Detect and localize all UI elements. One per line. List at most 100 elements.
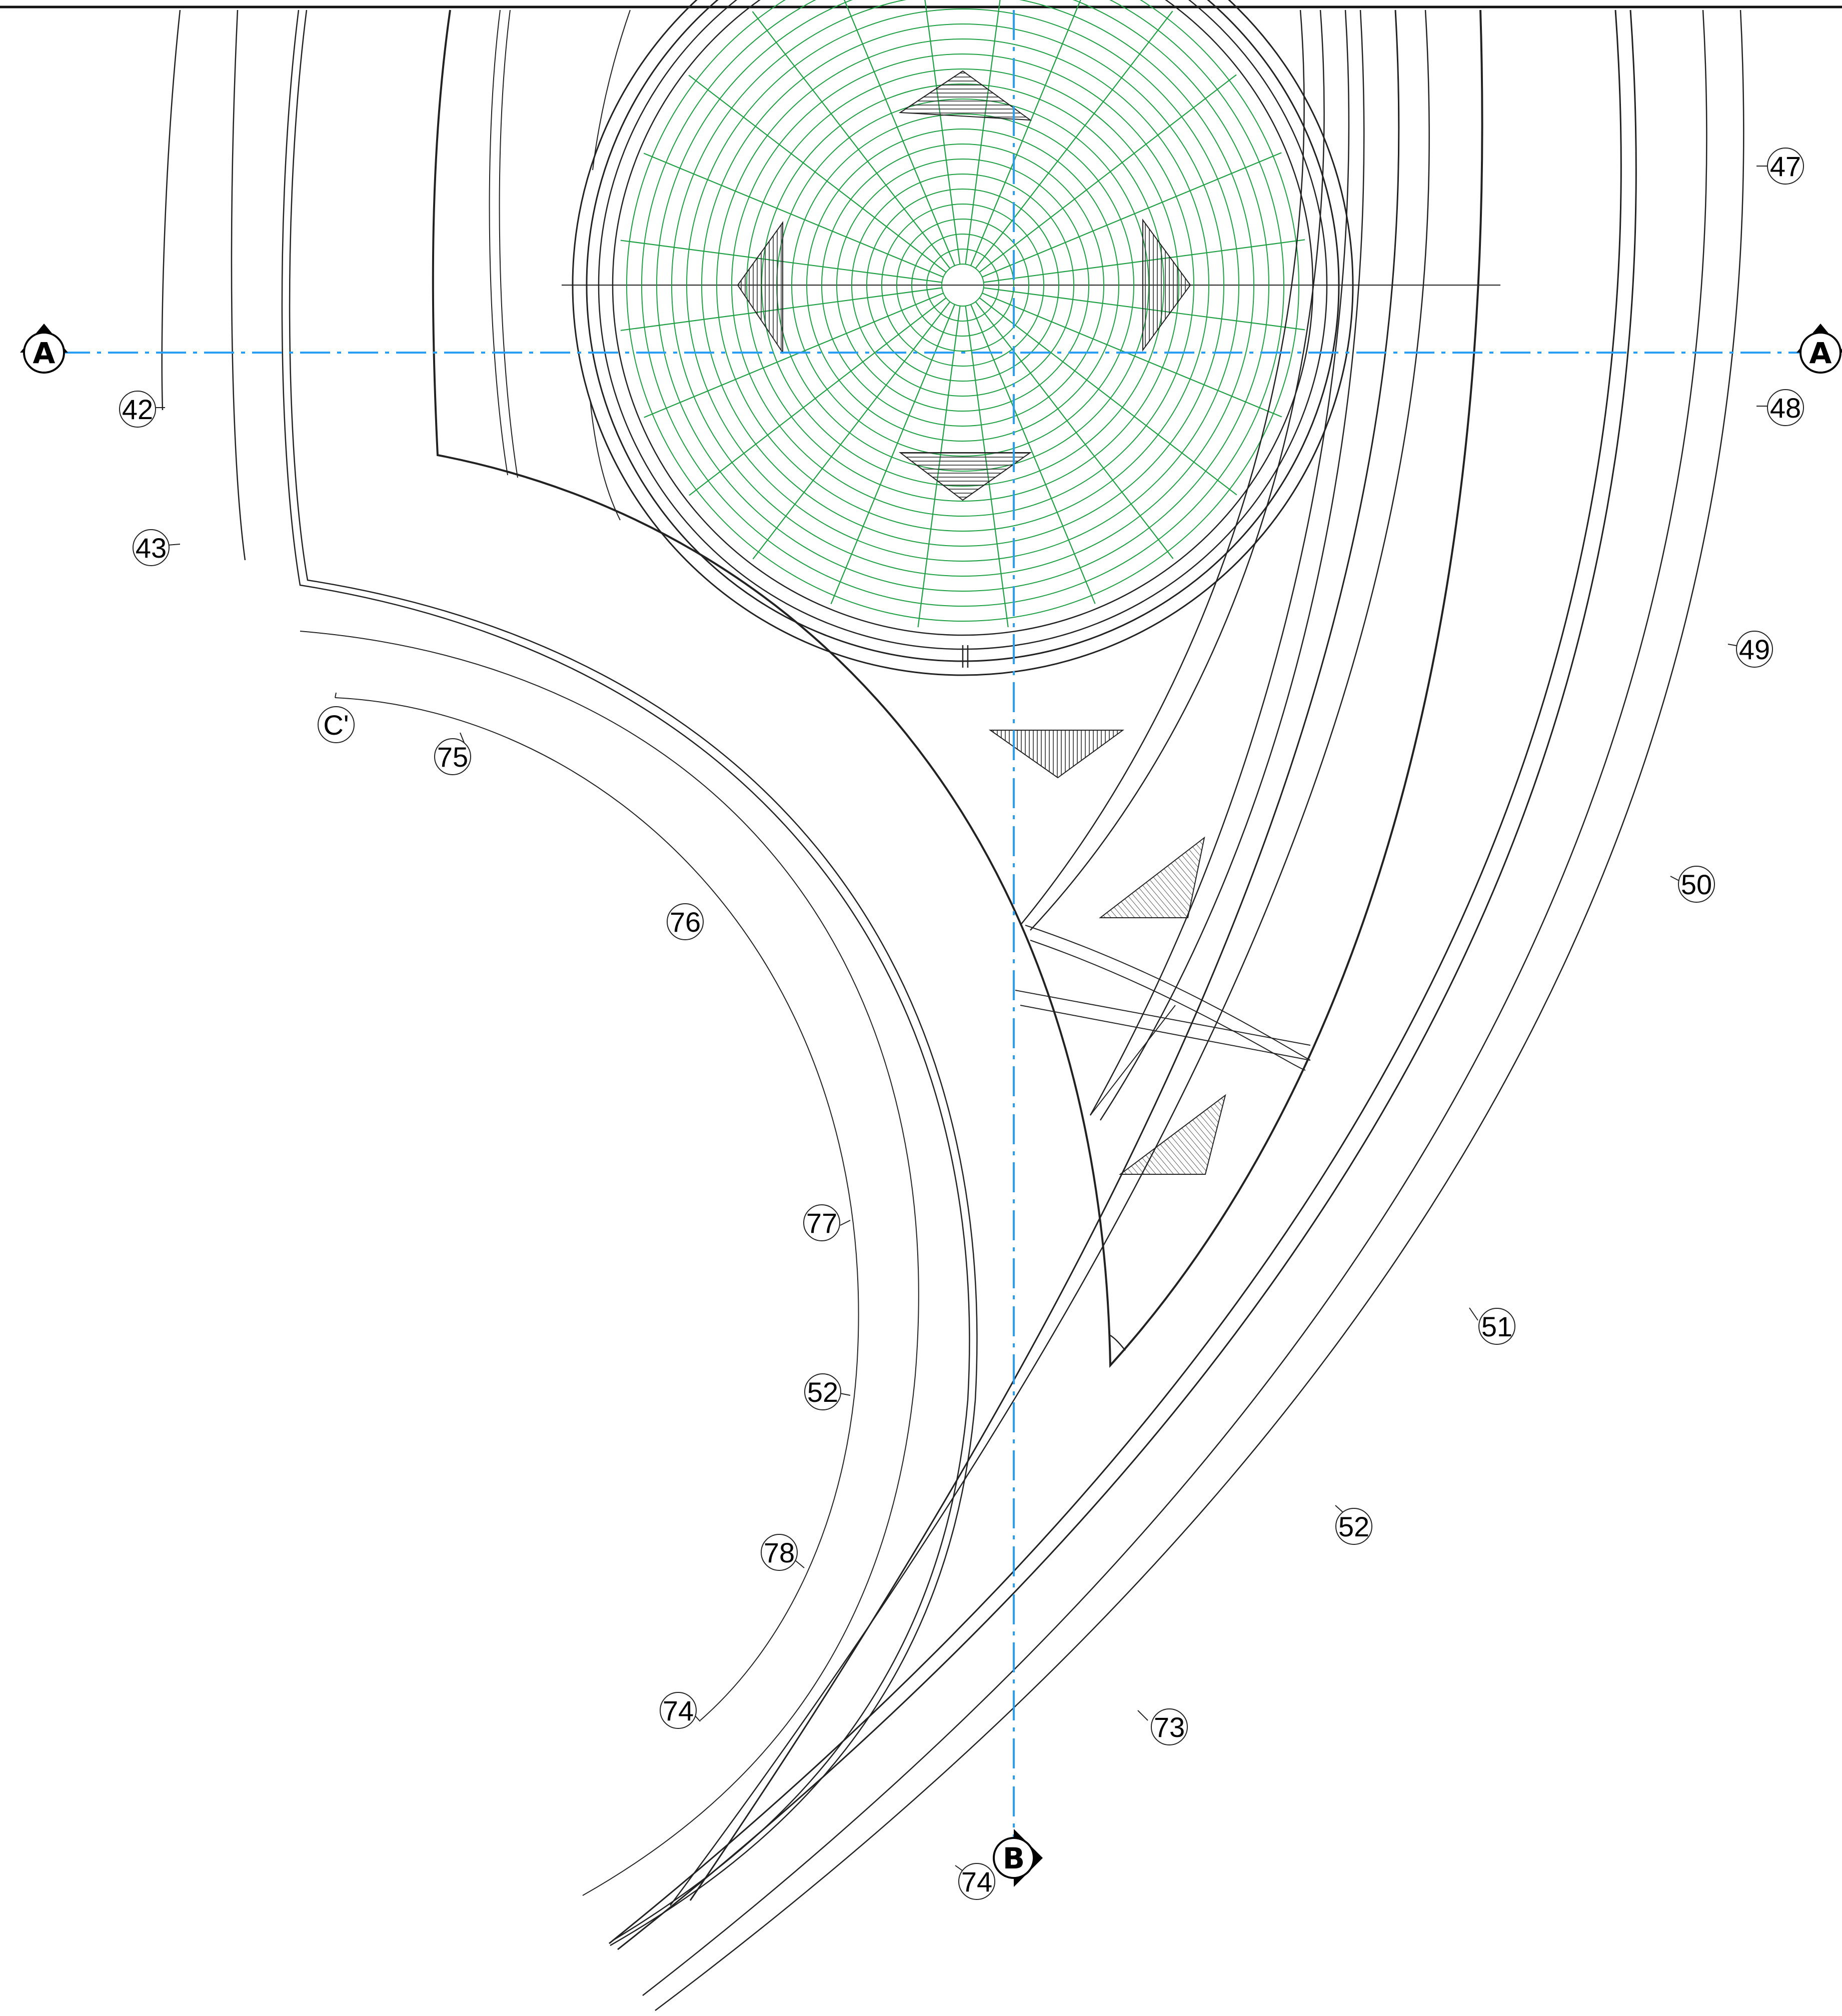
- ribs: [1015, 925, 1311, 1116]
- grid-spoke: [970, 304, 1096, 604]
- grid-ring: [626, 0, 1299, 622]
- tag-circle: [318, 706, 355, 743]
- grid-spoke: [979, 297, 1237, 496]
- grid-ring: [851, 174, 1074, 397]
- point-tag-74: 74: [660, 1692, 697, 1729]
- tag-circle: [133, 529, 170, 566]
- point-tag-76: 76: [667, 903, 704, 940]
- point-tag-77: 77: [803, 1204, 840, 1241]
- point-tags: 47 42 48 43 49C' 75 50 76 77 51 52 52 78 73 74 74: [119, 148, 1804, 1900]
- inner-arc-line: [335, 697, 859, 1721]
- section-marker-b: B: [993, 1829, 1043, 1887]
- grid-spoke: [975, 11, 1173, 269]
- grid-ring: [896, 219, 1029, 352]
- tag-label: 52: [807, 1376, 838, 1408]
- tag-label: 43: [136, 532, 167, 564]
- tag-label: 51: [1481, 1311, 1512, 1342]
- section-marker-a: A: [20, 324, 68, 374]
- grid-spoke: [643, 153, 944, 278]
- tag-label: 74: [663, 1695, 694, 1726]
- tag-circle: [1767, 389, 1804, 426]
- point-tag-50: 50: [1678, 866, 1715, 903]
- grid-spoke: [689, 297, 947, 496]
- left-walls: [161, 10, 978, 1946]
- tag-circle: [119, 391, 156, 428]
- grid-ring: [941, 264, 984, 307]
- tag-circle: [804, 1373, 841, 1410]
- tag-label: 78: [764, 1537, 795, 1568]
- grid-ring: [926, 249, 999, 322]
- tag-circle: [803, 1204, 840, 1241]
- grid-ring: [656, 0, 1269, 592]
- tag-label: 76: [670, 906, 701, 938]
- tag-label: 47: [1770, 151, 1801, 182]
- point-tag-51: 51: [1478, 1308, 1515, 1345]
- grid-ring: [716, 39, 1209, 532]
- point-tag-49: 49: [1736, 631, 1773, 668]
- point-tag-48: 48: [1767, 389, 1804, 426]
- point-tag-52: 52: [1335, 1508, 1372, 1545]
- tag-circle: [1678, 866, 1715, 903]
- tag-circle: [1736, 631, 1773, 668]
- section-markers: A A B: [20, 324, 1842, 1887]
- section-marker-label: A: [1809, 336, 1832, 370]
- grid-ring: [821, 144, 1104, 427]
- grid-ring: [881, 204, 1044, 367]
- tag-circle: [1151, 1708, 1188, 1745]
- grid-ring: [731, 54, 1194, 517]
- tag-label: 75: [437, 741, 468, 773]
- hatched-shapes: [737, 70, 1226, 1175]
- point-tag-42: 42: [119, 391, 156, 428]
- tag-circle: [660, 1692, 697, 1729]
- grid-ring: [671, 0, 1254, 577]
- section-marker-circle: [993, 1837, 1035, 1879]
- grid-ring: [911, 234, 1014, 337]
- point-tag-73: 73: [1151, 1708, 1188, 1745]
- point-tag-78: 78: [761, 1534, 798, 1571]
- grid-spoke: [979, 74, 1237, 273]
- grid-spoke: [970, 0, 1081, 266]
- outer-arcs: [609, 10, 1744, 2011]
- section-marker-a: A: [1796, 324, 1842, 374]
- point-tag-75: 75: [434, 738, 471, 775]
- tag-label: C': [323, 709, 349, 741]
- grid-spoke: [975, 301, 1174, 559]
- grid-spoke: [752, 301, 951, 560]
- grid-spoke: [982, 152, 1282, 278]
- grid-spoke: [830, 304, 955, 605]
- tag-circle: [434, 738, 471, 775]
- tag-label: 42: [122, 394, 153, 425]
- tag-circle: [1335, 1508, 1372, 1545]
- tag-label: 48: [1770, 392, 1801, 424]
- grid-spoke: [982, 293, 1282, 418]
- grid-ring: [701, 24, 1224, 547]
- section-marker-circle: [1799, 332, 1841, 374]
- tag-label: 52: [1338, 1511, 1369, 1542]
- grid-spoke: [844, 0, 955, 266]
- grid-ring: [641, 0, 1284, 607]
- section-marker-label: A: [33, 336, 56, 370]
- tag-circle: [1767, 148, 1804, 185]
- grid-spoke: [688, 75, 947, 273]
- point-tag-47: 47: [1767, 148, 1804, 185]
- section-marker-label: B: [1003, 1841, 1025, 1875]
- lens-wall: [432, 10, 1483, 1368]
- tag-leaders: [153, 166, 1770, 1875]
- tag-label: 50: [1681, 869, 1712, 900]
- point-tag-52: 52: [804, 1373, 841, 1410]
- tag-label: 73: [1154, 1711, 1185, 1743]
- point-tag-43: 43: [133, 529, 170, 566]
- grid-ring: [836, 159, 1089, 412]
- point-tag-74: 74: [958, 1863, 995, 1900]
- tag-circle: [1478, 1308, 1515, 1345]
- section-lines: [60, 10, 1800, 1855]
- tag-circle: [958, 1863, 995, 1900]
- tag-label: 49: [1739, 634, 1770, 665]
- grid-ring: [806, 129, 1119, 442]
- section-marker-circle: [23, 332, 65, 374]
- tag-label: 77: [806, 1207, 837, 1239]
- tag-label: 74: [961, 1866, 992, 1897]
- grid-ring: [686, 9, 1239, 562]
